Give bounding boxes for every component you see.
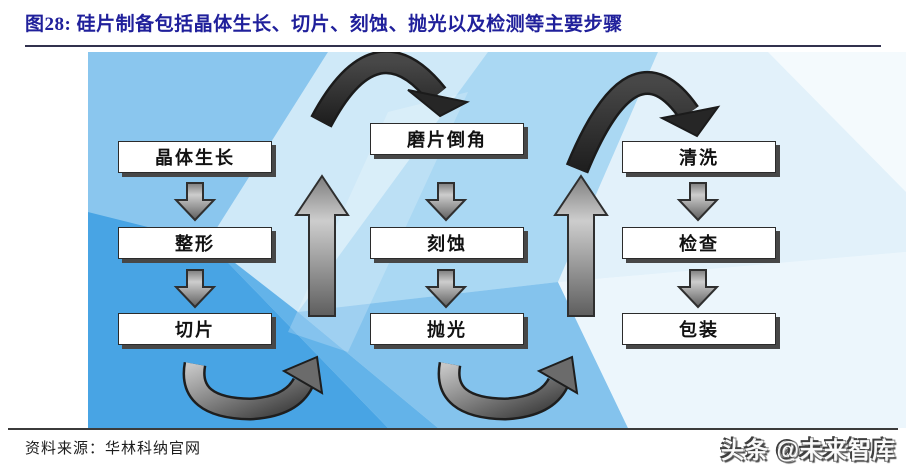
up-arrow-icon [294, 174, 350, 317]
figure-title: 图28: 硅片制备包括晶体生长、切片、刻蚀、抛光以及检测等主要步骤 [25, 14, 623, 35]
step-box-edge-grinding: 磨片倒角 [370, 123, 524, 155]
step-box-shaping: 整形 [118, 227, 272, 259]
step-box-inspection: 检查 [622, 227, 776, 259]
step-box-crystal-growth: 晶体生长 [118, 141, 272, 173]
down-arrow-icon [424, 269, 468, 309]
up-arrow-icon [553, 174, 609, 317]
step-box-polishing: 抛光 [370, 313, 524, 345]
title-divider [25, 45, 881, 47]
toutiao-watermark: 头条 @未来智库 [721, 437, 896, 463]
diagram-canvas [88, 52, 906, 428]
step-box-etching: 刻蚀 [370, 227, 524, 259]
u-turn-arrow-icon [437, 355, 579, 421]
down-arrow-icon [676, 269, 720, 309]
step-box-cleaning: 清洗 [622, 141, 776, 173]
curved-arrow-icon [565, 71, 721, 174]
wafer-process-flow-diagram: 晶体生长 整形 切片 磨片倒角 刻蚀 抛光 清洗 检查 包装 [88, 52, 906, 428]
down-arrow-icon [676, 182, 720, 222]
step-box-slicing: 切片 [118, 313, 272, 345]
source-note: 资料来源：华林科纳官网 [25, 441, 202, 457]
down-arrow-icon [173, 182, 217, 222]
step-box-packaging: 包装 [622, 313, 776, 345]
footer-divider [8, 428, 898, 430]
down-arrow-icon [424, 182, 468, 222]
curved-arrow-icon [310, 52, 470, 128]
down-arrow-icon [173, 269, 217, 309]
u-turn-arrow-icon [182, 355, 324, 421]
